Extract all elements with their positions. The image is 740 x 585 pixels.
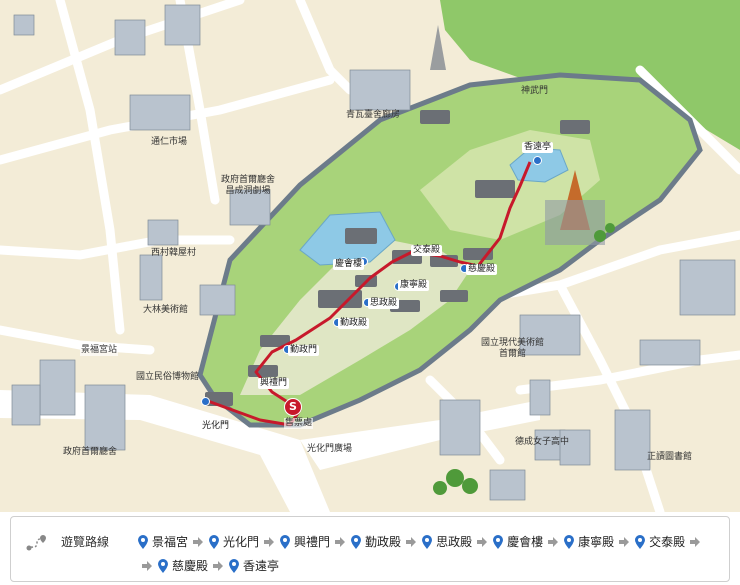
trees bbox=[433, 223, 615, 495]
legend-title: 遊覽路線 bbox=[61, 535, 110, 549]
arrow-right-icon bbox=[619, 536, 630, 547]
label-sejong-center: 政府首爾廳舍 昌成洞劇場 bbox=[221, 175, 276, 196]
stop-gyotaejeon[interactable]: 交泰殿 bbox=[411, 245, 443, 256]
map-pin-icon bbox=[138, 534, 148, 549]
stop-gangnyeongjeon[interactable]: 康寧殿 bbox=[398, 280, 430, 291]
legend-stop: 康寧殿 bbox=[563, 533, 614, 550]
legend-stop-label: 光化門 bbox=[223, 535, 260, 549]
stop-hyangwonjeong[interactable]: 香遠亭 bbox=[522, 142, 554, 153]
arrow-right-icon bbox=[193, 536, 204, 547]
label-gov-complex: 政府首爾廳舍 bbox=[63, 447, 118, 457]
arrow-right-icon bbox=[406, 536, 417, 547]
map-pin-icon bbox=[422, 534, 433, 549]
label-sinmumun: 神武門 bbox=[521, 86, 549, 96]
arrow-right-icon bbox=[335, 536, 346, 547]
stop-gyeonghoeru[interactable]: 慶會樓 bbox=[333, 259, 365, 270]
stop-geunjeongjeon[interactable]: 勤政殿 bbox=[338, 318, 370, 329]
legend-stop-label: 景福宮 bbox=[152, 535, 189, 549]
stop-pin-gwanghwamun bbox=[201, 397, 210, 406]
legend-stop: 交泰殿 bbox=[634, 533, 685, 550]
arrow-right-icon bbox=[690, 536, 701, 547]
label-gwanghwamun-square: 光化門廣場 bbox=[307, 444, 353, 454]
map-pin-icon bbox=[635, 534, 646, 549]
legend-stop-label: 勤政殿 bbox=[365, 535, 402, 549]
stop-sajeongjeon[interactable]: 思政殿 bbox=[368, 298, 400, 309]
label-mmca: 國立現代美術館 首爾館 bbox=[481, 338, 545, 359]
stop-jagyeongjeon[interactable]: 慈慶殿 bbox=[466, 264, 498, 275]
label-ticket-office: 售票處 bbox=[284, 418, 314, 429]
arrow-right-icon bbox=[264, 536, 275, 547]
legend-stop-label: 慈慶殿 bbox=[172, 559, 209, 573]
legend-row-2: 慈慶殿 香遠亭 bbox=[137, 557, 279, 574]
map-pin-icon bbox=[209, 534, 220, 549]
legend-stop-label: 交泰殿 bbox=[649, 535, 686, 549]
label-deokseong: 德成女子高中 bbox=[515, 437, 570, 447]
legend-stop: 思政殿 bbox=[421, 533, 472, 550]
stop-geunjeongmun[interactable]: 勤政門 bbox=[288, 345, 320, 356]
label-jeongdok: 正讀圖書館 bbox=[647, 452, 693, 462]
legend-stop-label: 思政殿 bbox=[436, 535, 473, 549]
legend-stop: 景福宮 bbox=[137, 533, 188, 550]
label-gyeongbokgung-station: 景福宮站 bbox=[80, 345, 119, 356]
legend-stop: 興禮門 bbox=[279, 533, 330, 550]
start-marker: S bbox=[284, 398, 302, 416]
map-pin-icon bbox=[158, 558, 168, 573]
legend-stop-label: 香遠亭 bbox=[243, 559, 280, 573]
stop-pin-hyangwonjeong bbox=[533, 156, 542, 165]
stop-gwanghwamun[interactable]: 光化門 bbox=[200, 421, 232, 432]
legend-stop: 光化門 bbox=[208, 533, 259, 550]
legend-stop: 慈慶殿 bbox=[157, 557, 208, 574]
label-tongin-market: 通仁市場 bbox=[151, 137, 188, 147]
legend-stop: 勤政殿 bbox=[350, 533, 401, 550]
statue-icon bbox=[430, 25, 446, 70]
map-pin-icon bbox=[564, 534, 575, 549]
arrow-right-icon bbox=[477, 536, 488, 547]
map-pin-icon bbox=[351, 534, 362, 549]
route-icon bbox=[26, 535, 46, 551]
legend-stop: 慶會樓 bbox=[492, 533, 543, 550]
palace-map: 青瓦臺舍廊房 通仁市場 政府首爾廳舍 昌成洞劇場 西村韓屋村 大林美術館 景福宮… bbox=[0, 0, 740, 512]
legend-row-1: 景福宮 光化門 興禮門 勤政殿 思政殿 慶會樓 康寧殿 交泰殿 bbox=[137, 533, 705, 550]
label-cheongwadae: 青瓦臺舍廊房 bbox=[346, 110, 401, 120]
map-pin-icon bbox=[493, 534, 504, 549]
label-folk-museum: 國立民俗博物館 bbox=[136, 372, 200, 382]
label-daelim: 大林美術館 bbox=[143, 305, 189, 315]
palace-court bbox=[240, 240, 470, 395]
arrow-right-icon bbox=[142, 560, 152, 571]
map-pin-icon bbox=[280, 534, 291, 549]
arrow-right-icon bbox=[548, 536, 559, 547]
map-illustration bbox=[0, 0, 740, 512]
legend-stop-label: 慶會樓 bbox=[507, 535, 544, 549]
map-pin-icon bbox=[229, 558, 240, 573]
legend-stop-label: 興禮門 bbox=[294, 535, 331, 549]
label-seochon: 西村韓屋村 bbox=[151, 248, 197, 258]
legend-stop-label: 康寧殿 bbox=[578, 535, 615, 549]
city-buildings bbox=[11, 4, 736, 501]
arrow-right-icon bbox=[213, 560, 224, 571]
stop-heungnyemun[interactable]: 興禮門 bbox=[258, 378, 290, 389]
legend-stop: 香遠亭 bbox=[228, 557, 279, 574]
route-legend: 遊覽路線 景福宮 光化門 興禮門 勤政殿 思政殿 慶會樓 康寧殿 交泰殿 慈慶殿 香遠亭 bbox=[10, 516, 730, 582]
